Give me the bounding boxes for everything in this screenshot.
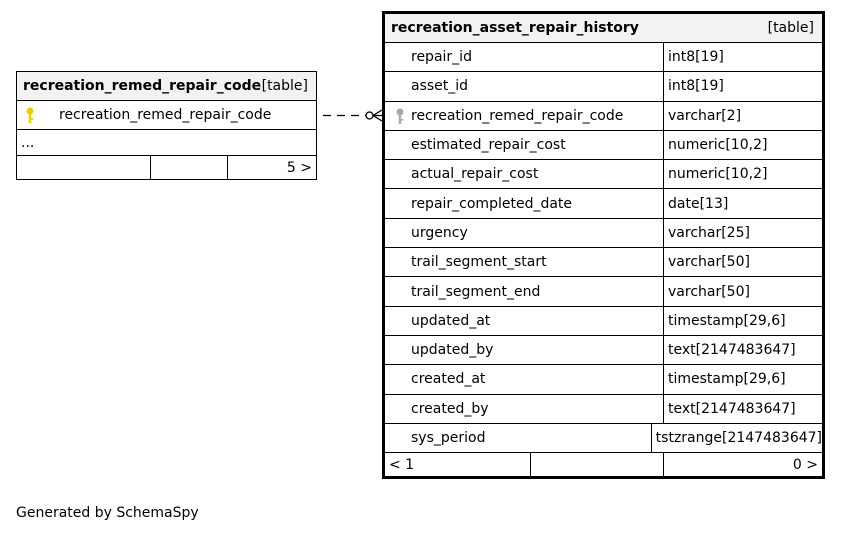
children-count[interactable]: 0 > [792,456,818,473]
table-footer: 5 > [17,156,316,179]
column-type: varchar[25] [668,224,750,241]
column-type: tstzrange[2147483647] [655,430,822,446]
column-name: urgency [411,224,468,241]
column-name-cell: recreation_remed_repair_code [385,101,664,130]
column-row[interactable]: actual_repair_cost numeric[10,2] [385,160,822,190]
column-row[interactable]: trail_segment_end varchar[50] [385,277,822,307]
column-type: numeric[10,2] [668,166,768,183]
column-row[interactable]: recreation_remed_repair_code varchar[2] [385,101,822,131]
generated-by-label: Generated by SchemaSpy [16,505,199,521]
column-name: created_by [411,400,489,417]
crowfoot-lower [372,114,383,122]
parents-count[interactable] [17,156,151,179]
column-name-cell: urgency [385,218,664,248]
column-name: trail_segment_end [411,283,541,300]
column-name: recreation_remed_repair_code [411,107,624,124]
parents-count[interactable]: < 1 [385,453,531,477]
column-name: repair_completed_date [411,195,573,212]
table-name: recreation_remed_repair_code [23,78,262,94]
column-name: recreation_remed_repair_code [59,107,272,123]
column-name-cell: recreation_remed_repair_code [17,101,316,129]
column-type: date[13] [668,195,729,212]
zero-cardinality-circle [365,111,374,120]
column-name: sys_period [411,430,486,446]
column-name-cell: updated_at [385,306,664,335]
column-name-cell: created_at [385,365,664,394]
table-header: recreation_remed_repair_code [table] [17,72,316,101]
column-row[interactable]: recreation_remed_repair_code [17,101,316,130]
column-row[interactable]: urgency varchar[25] [385,218,822,249]
column-row[interactable]: created_by text[2147483647] [385,394,822,424]
column-row[interactable]: repair_id int8[19] [385,43,822,73]
column-type: varchar[50] [668,283,750,300]
column-row[interactable]: sys_period tstzrange[2147483647] [385,423,822,454]
column-name-cell: repair_completed_date [385,189,664,218]
column-type: timestamp[29,6] [668,371,786,388]
table-kind: [table] [767,20,814,36]
column-name-cell: trail_segment_start [385,248,664,277]
column-name: actual_repair_cost [411,166,539,183]
column-name: created_at [411,371,486,388]
column-row[interactable]: created_at timestamp[29,6] [385,365,822,395]
column-name-cell: updated_by [385,335,664,365]
column-type: int8[19] [668,78,724,95]
table-recreation-remed-repair-code[interactable]: recreation_remed_repair_code [table] rec… [16,71,317,180]
column-row[interactable]: updated_at timestamp[29,6] [385,306,822,336]
table-kind: [table] [261,78,308,94]
primary-key-icon [26,107,34,123]
column-row[interactable]: trail_segment_start varchar[50] [385,248,822,278]
column-name: updated_by [411,342,494,359]
column-type: int8[19] [668,49,724,66]
column-name: updated_at [411,312,491,329]
column-type: varchar[2] [668,107,742,124]
column-row[interactable]: repair_completed_date date[13] [385,189,822,219]
column-name-cell: actual_repair_cost [385,160,664,189]
column-type: timestamp[29,6] [668,312,786,329]
table-recreation-asset-repair-history[interactable]: recreation_asset_repair_history [table] … [382,11,825,480]
table-header: recreation_asset_repair_history [table] [385,14,822,43]
footer-middle [151,156,228,179]
column-row[interactable]: asset_id int8[19] [385,72,822,102]
column-name-cell: trail_segment_end [385,277,664,306]
column-name-cell: repair_id [385,43,664,72]
table-name: recreation_asset_repair_history [391,20,639,36]
column-name: trail_segment_start [411,254,547,271]
column-type: varchar[50] [668,254,750,271]
column-name-cell: sys_period [385,423,652,453]
foreign-key-icon [396,108,404,124]
more-columns-indicator: ... [17,130,316,156]
column-type: numeric[10,2] [668,137,768,154]
column-row[interactable]: estimated_repair_cost numeric[10,2] [385,130,822,161]
column-name-cell: created_by [385,394,664,423]
crowfoot-upper [372,109,383,117]
table-footer: < 1 0 > [385,453,822,477]
footer-middle [531,453,664,477]
column-name-cell: asset_id [385,72,664,101]
column-name: repair_id [411,49,472,66]
column-type: text[2147483647] [668,342,796,359]
column-type: text[2147483647] [668,400,796,417]
column-name: estimated_repair_cost [411,137,566,154]
column-row[interactable]: updated_by text[2147483647] [385,335,822,366]
column-name-cell: estimated_repair_cost [385,130,664,160]
column-name: asset_id [411,78,469,95]
children-count[interactable]: 5 > [286,159,312,176]
